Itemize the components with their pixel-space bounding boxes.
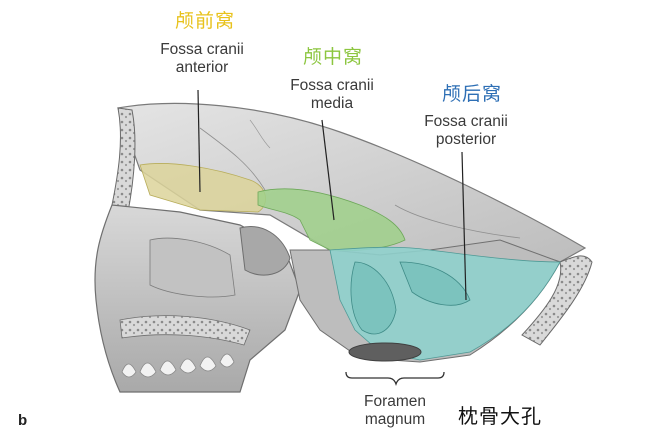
label-posterior-latin-line2: posterior [435, 131, 497, 149]
pointer-anterior [197, 89, 201, 193]
label-anterior-latin: Fossa cranii anterior [140, 41, 264, 78]
nasal-cavity [149, 237, 236, 298]
fossa-media [257, 188, 406, 252]
label-anterior-latin-line2: anterior [175, 59, 229, 77]
label-media-latin: Fossa cranii media [270, 77, 394, 114]
label-posterior-latin-line1: Fossa cranii [424, 113, 508, 130]
label-media-latin-line1: Fossa cranii [290, 77, 374, 94]
teeth [121, 353, 235, 378]
label-posterior-latin: Fossa cranii posterior [404, 113, 528, 150]
label-media-latin-line2: media [310, 95, 354, 113]
label-anterior-chinese: 颅前窝 [174, 10, 235, 32]
fossa-anterior [139, 163, 266, 213]
bone-rim [521, 255, 593, 346]
label-foramen-latin-line2: magnum [364, 411, 426, 429]
label-foramen-latin-line1: Foramen [363, 393, 427, 410]
vault-suture [249, 119, 271, 149]
label-foramen-chinese: 枕骨大孔 [458, 404, 542, 428]
label-media-chinese: 颅中窝 [302, 46, 363, 68]
vault-suture [199, 127, 266, 191]
panel-label: b [18, 412, 28, 429]
palate [119, 315, 251, 346]
foramen-brace [345, 371, 445, 387]
bone-rim [111, 107, 136, 213]
label-anterior-latin-line1: Fossa cranii [160, 41, 244, 58]
clivus [350, 261, 397, 335]
label-foramen-latin: Foramen magnum [340, 393, 450, 430]
pointer-media [321, 119, 335, 221]
sphenoid-sinus [239, 226, 291, 276]
label-posterior-chinese: 颅后窝 [441, 83, 502, 105]
pointer-posterior [461, 151, 467, 301]
foramen-magnum-shape [348, 342, 422, 362]
vault-suture [394, 204, 521, 239]
petrous-ridge [399, 261, 471, 306]
